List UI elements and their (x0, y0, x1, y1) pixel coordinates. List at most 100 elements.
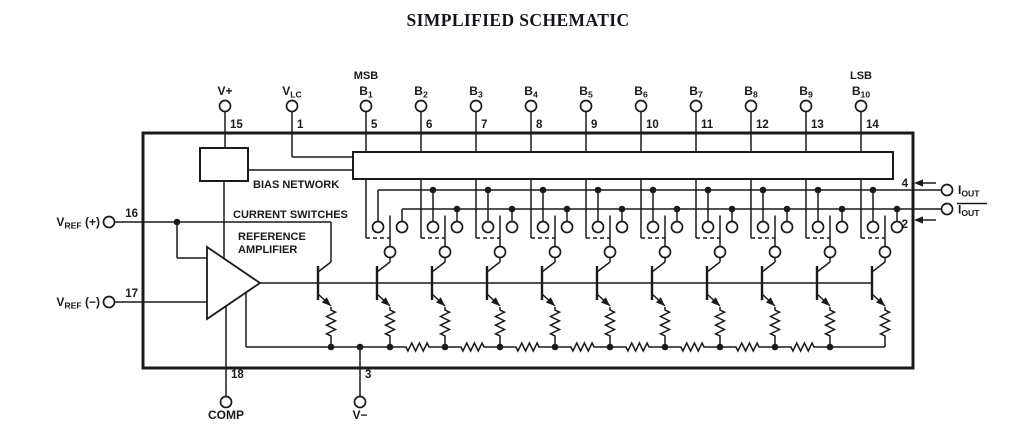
cell-b1-transistor-emitter-resistor (383, 307, 397, 339)
cell-b3-transistor-emitter-resistor (493, 307, 507, 339)
cell-b5-transistor-collector (596, 261, 611, 273)
cell-b6-transistor-emitter-arrow (655, 297, 665, 306)
cell-b8-ioutbar-contact (780, 220, 794, 234)
pin-label-iout: IOUT (958, 183, 980, 199)
cell-b3-transistor-collector (486, 261, 501, 273)
pin-number-b5: 9 (591, 119, 597, 131)
cell-b1-transistor-collector (376, 261, 391, 273)
pin-terminal-b8 (744, 99, 758, 113)
cell-b4-ioutbar-rail-dot (563, 205, 571, 213)
cell-b5-transistor-emitter-resistor (603, 307, 617, 339)
switch-driver-block (352, 151, 894, 180)
pin-label-iout-bar: IOUT (958, 203, 980, 219)
cell-b7-ioutbar-rail-dot (728, 205, 736, 213)
cell-b4-ioutbar-contact (560, 220, 574, 234)
pin-terminal-b7 (689, 99, 703, 113)
cell-b4-transistor-emitter-resistor (548, 307, 562, 339)
cell-b1-transistor-emitter-arrow (380, 297, 390, 306)
emitter-rail-dot (826, 343, 834, 351)
emitter-rail-dot (327, 343, 335, 351)
cell-b9-iout-contact (811, 220, 825, 234)
pin-label-b4: B4 (524, 84, 538, 100)
pin-number-b8: 12 (756, 119, 769, 131)
lsb-label: LSB (850, 70, 872, 82)
ref-transistor-collector (317, 261, 332, 273)
cell-b7-transistor-collector (706, 261, 721, 273)
pin-number-vref-minus: 17 (125, 288, 138, 300)
cell-b10-transistor-emitter-resistor (878, 307, 892, 339)
pin-terminal-vref-minus (102, 295, 116, 309)
pin-number-comp: 18 (231, 369, 244, 381)
cell-b7-transistor-emitter-arrow (710, 297, 720, 306)
cell-b4-transistor-emitter-arrow (545, 297, 555, 306)
pin-number-v-minus: 3 (365, 369, 371, 381)
emitter-rail-dot (496, 343, 504, 351)
cell-b10-iout-contact (866, 220, 880, 234)
cell-b3-ioutbar-rail-dot (508, 205, 516, 213)
cell-b8-switch-pole (768, 245, 782, 259)
cell-b2-transistor-collector (431, 261, 446, 273)
pin-label-b2: B2 (414, 84, 428, 100)
cell-b9-transistor-collector (816, 261, 831, 273)
cell-b2-iout-contact (426, 220, 440, 234)
ladder-resistor (403, 341, 432, 353)
cell-b2-iout-rail-dot (429, 186, 437, 194)
cell-b10-iout-rail-dot (869, 186, 877, 194)
cell-b9-switch-pole (823, 245, 837, 259)
cell-b7-ioutbar-contact (725, 220, 739, 234)
cell-b9-ioutbar-contact (835, 220, 849, 234)
pin-terminal-b4 (524, 99, 538, 113)
pin-label-b8: B8 (744, 84, 758, 100)
cell-b8-transistor-emitter-arrow (765, 297, 775, 306)
cell-b6-switch-pole (658, 245, 672, 259)
cell-b3-iout-rail-dot (484, 186, 492, 194)
pin-terminal-vref-plus (102, 215, 116, 229)
cell-b4-transistor-collector (541, 261, 556, 273)
ref-transistor-emitter-resistor (324, 307, 338, 339)
cell-b8-ioutbar-rail-dot (783, 205, 791, 213)
cell-b7-transistor-emitter-resistor (713, 307, 727, 339)
ref-transistor-emitter-arrow (321, 297, 331, 306)
cell-b8-iout-rail-dot (759, 186, 767, 194)
ladder-resistor (733, 341, 762, 353)
cell-b2-transistor-emitter-resistor (438, 307, 452, 339)
pin-number-iout: 4 (902, 178, 909, 190)
cell-b3-transistor-emitter-arrow (490, 297, 500, 306)
pin-label-comp: COMP (208, 408, 244, 422)
emitter-rail-dot (606, 343, 614, 351)
reference-amplifier-label-2: AMPLIFIER (238, 244, 297, 256)
pin-number-b1: 5 (371, 119, 378, 131)
ladder-resistor (623, 341, 652, 353)
pin-terminal-b6 (634, 99, 648, 113)
pin-label-b7: B7 (689, 84, 703, 100)
bias-network-block (199, 147, 249, 182)
ladder-resistor (678, 341, 707, 353)
cell-b2-transistor-emitter-arrow (435, 297, 445, 306)
page-title: SIMPLIFIED SCHEMATIC (406, 10, 630, 30)
cell-b4-iout-contact (536, 220, 550, 234)
cell-b8-transistor-collector (761, 261, 776, 273)
cell-b5-iout-contact (591, 220, 605, 234)
cell-b2-ioutbar-contact (450, 220, 464, 234)
pin-label-b1: B1 (359, 84, 373, 100)
pin-label-b6: B6 (634, 84, 648, 100)
pin-terminal-v-lc (285, 99, 299, 113)
pin-label-b10: B10 (852, 84, 870, 100)
pin-terminal-b3 (469, 99, 483, 113)
pin-label-vref-minus: VREF (−) (56, 295, 100, 311)
pin-number-b10: 14 (866, 119, 879, 131)
pin-label-v-plus: V+ (217, 84, 232, 98)
cell-b8-transistor-emitter-resistor (768, 307, 782, 339)
cell-b6-ioutbar-rail-dot (673, 205, 681, 213)
cell-b10-ioutbar-contact (890, 220, 904, 234)
ladder-resistor (458, 341, 487, 353)
ladder-resistor (788, 341, 817, 353)
pin-terminal-v-plus (218, 99, 232, 113)
emitter-rail-dot (386, 343, 394, 351)
pin-terminal-v-minus (353, 395, 367, 409)
cell-b9-ioutbar-rail-dot (838, 205, 846, 213)
cell-b6-transistor-collector (651, 261, 666, 273)
emitter-rail-dot (551, 343, 559, 351)
pin-number-v-plus: 15 (230, 119, 243, 131)
